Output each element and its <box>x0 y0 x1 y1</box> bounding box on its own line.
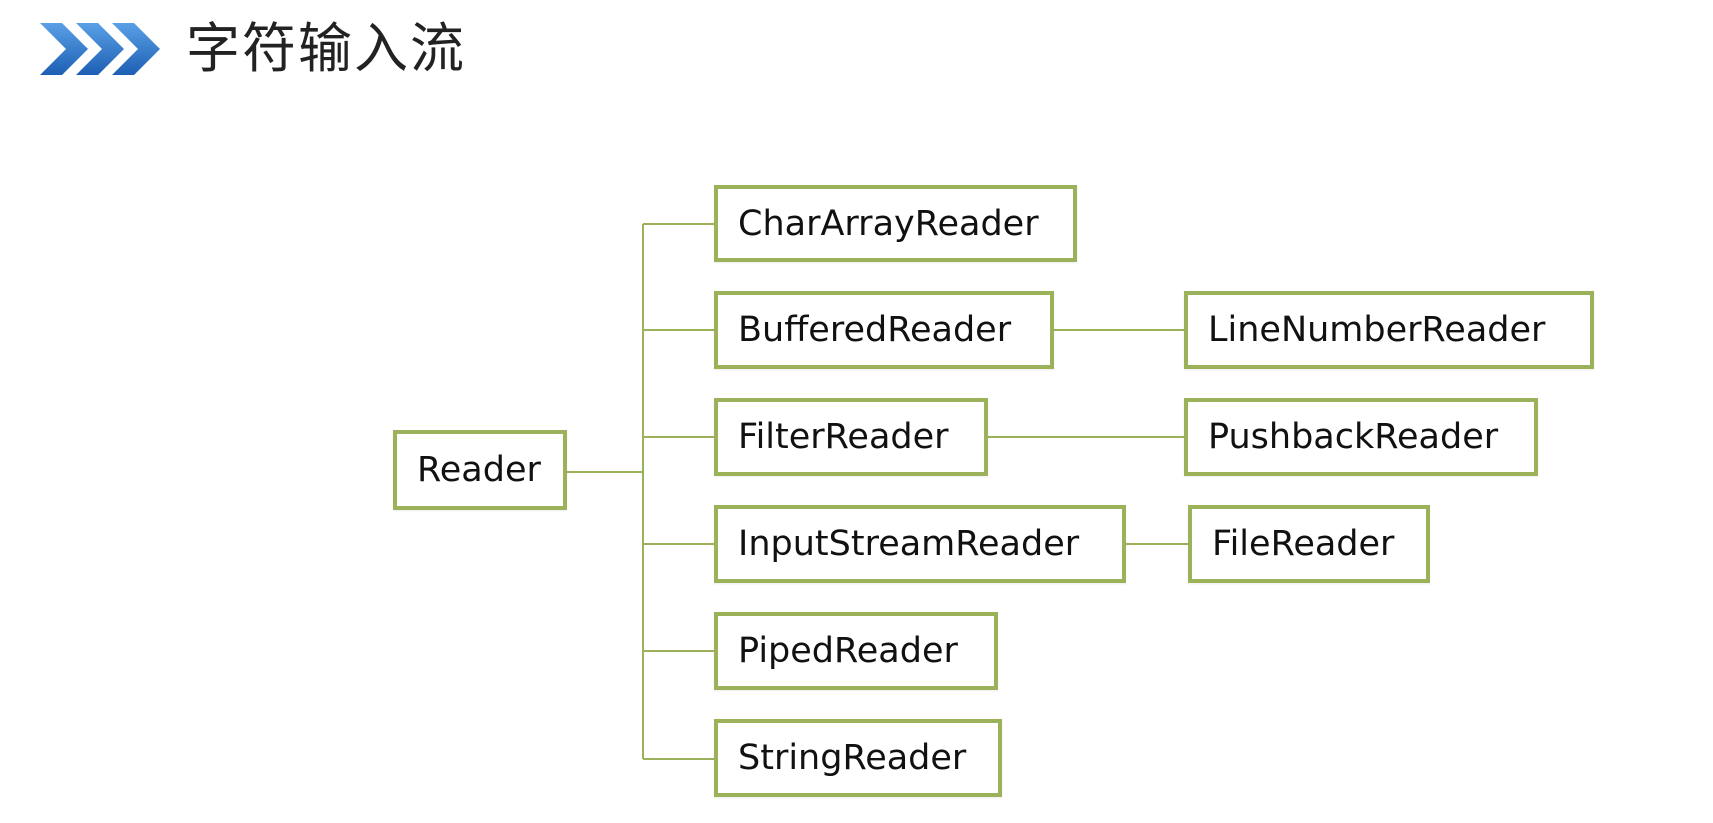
node-pipedreader: PipedReader <box>714 612 998 690</box>
slide-header: 字符输入流 <box>40 14 466 84</box>
page-title: 字符输入流 <box>186 17 466 80</box>
node-filterreader: FilterReader <box>714 398 988 476</box>
node-reader: Reader <box>393 430 567 510</box>
node-stringreader: StringReader <box>714 719 1002 797</box>
node-chararrayreader: CharArrayReader <box>714 185 1077 262</box>
node-linenumberreader: LineNumberReader <box>1184 291 1594 369</box>
triple-chevron-right-icon <box>40 23 160 75</box>
node-filereader: FileReader <box>1188 505 1430 583</box>
node-inputstreamreader: InputStreamReader <box>714 505 1126 583</box>
node-bufferedreader: BufferedReader <box>714 291 1054 369</box>
node-pushbackreader: PushbackReader <box>1184 398 1538 476</box>
